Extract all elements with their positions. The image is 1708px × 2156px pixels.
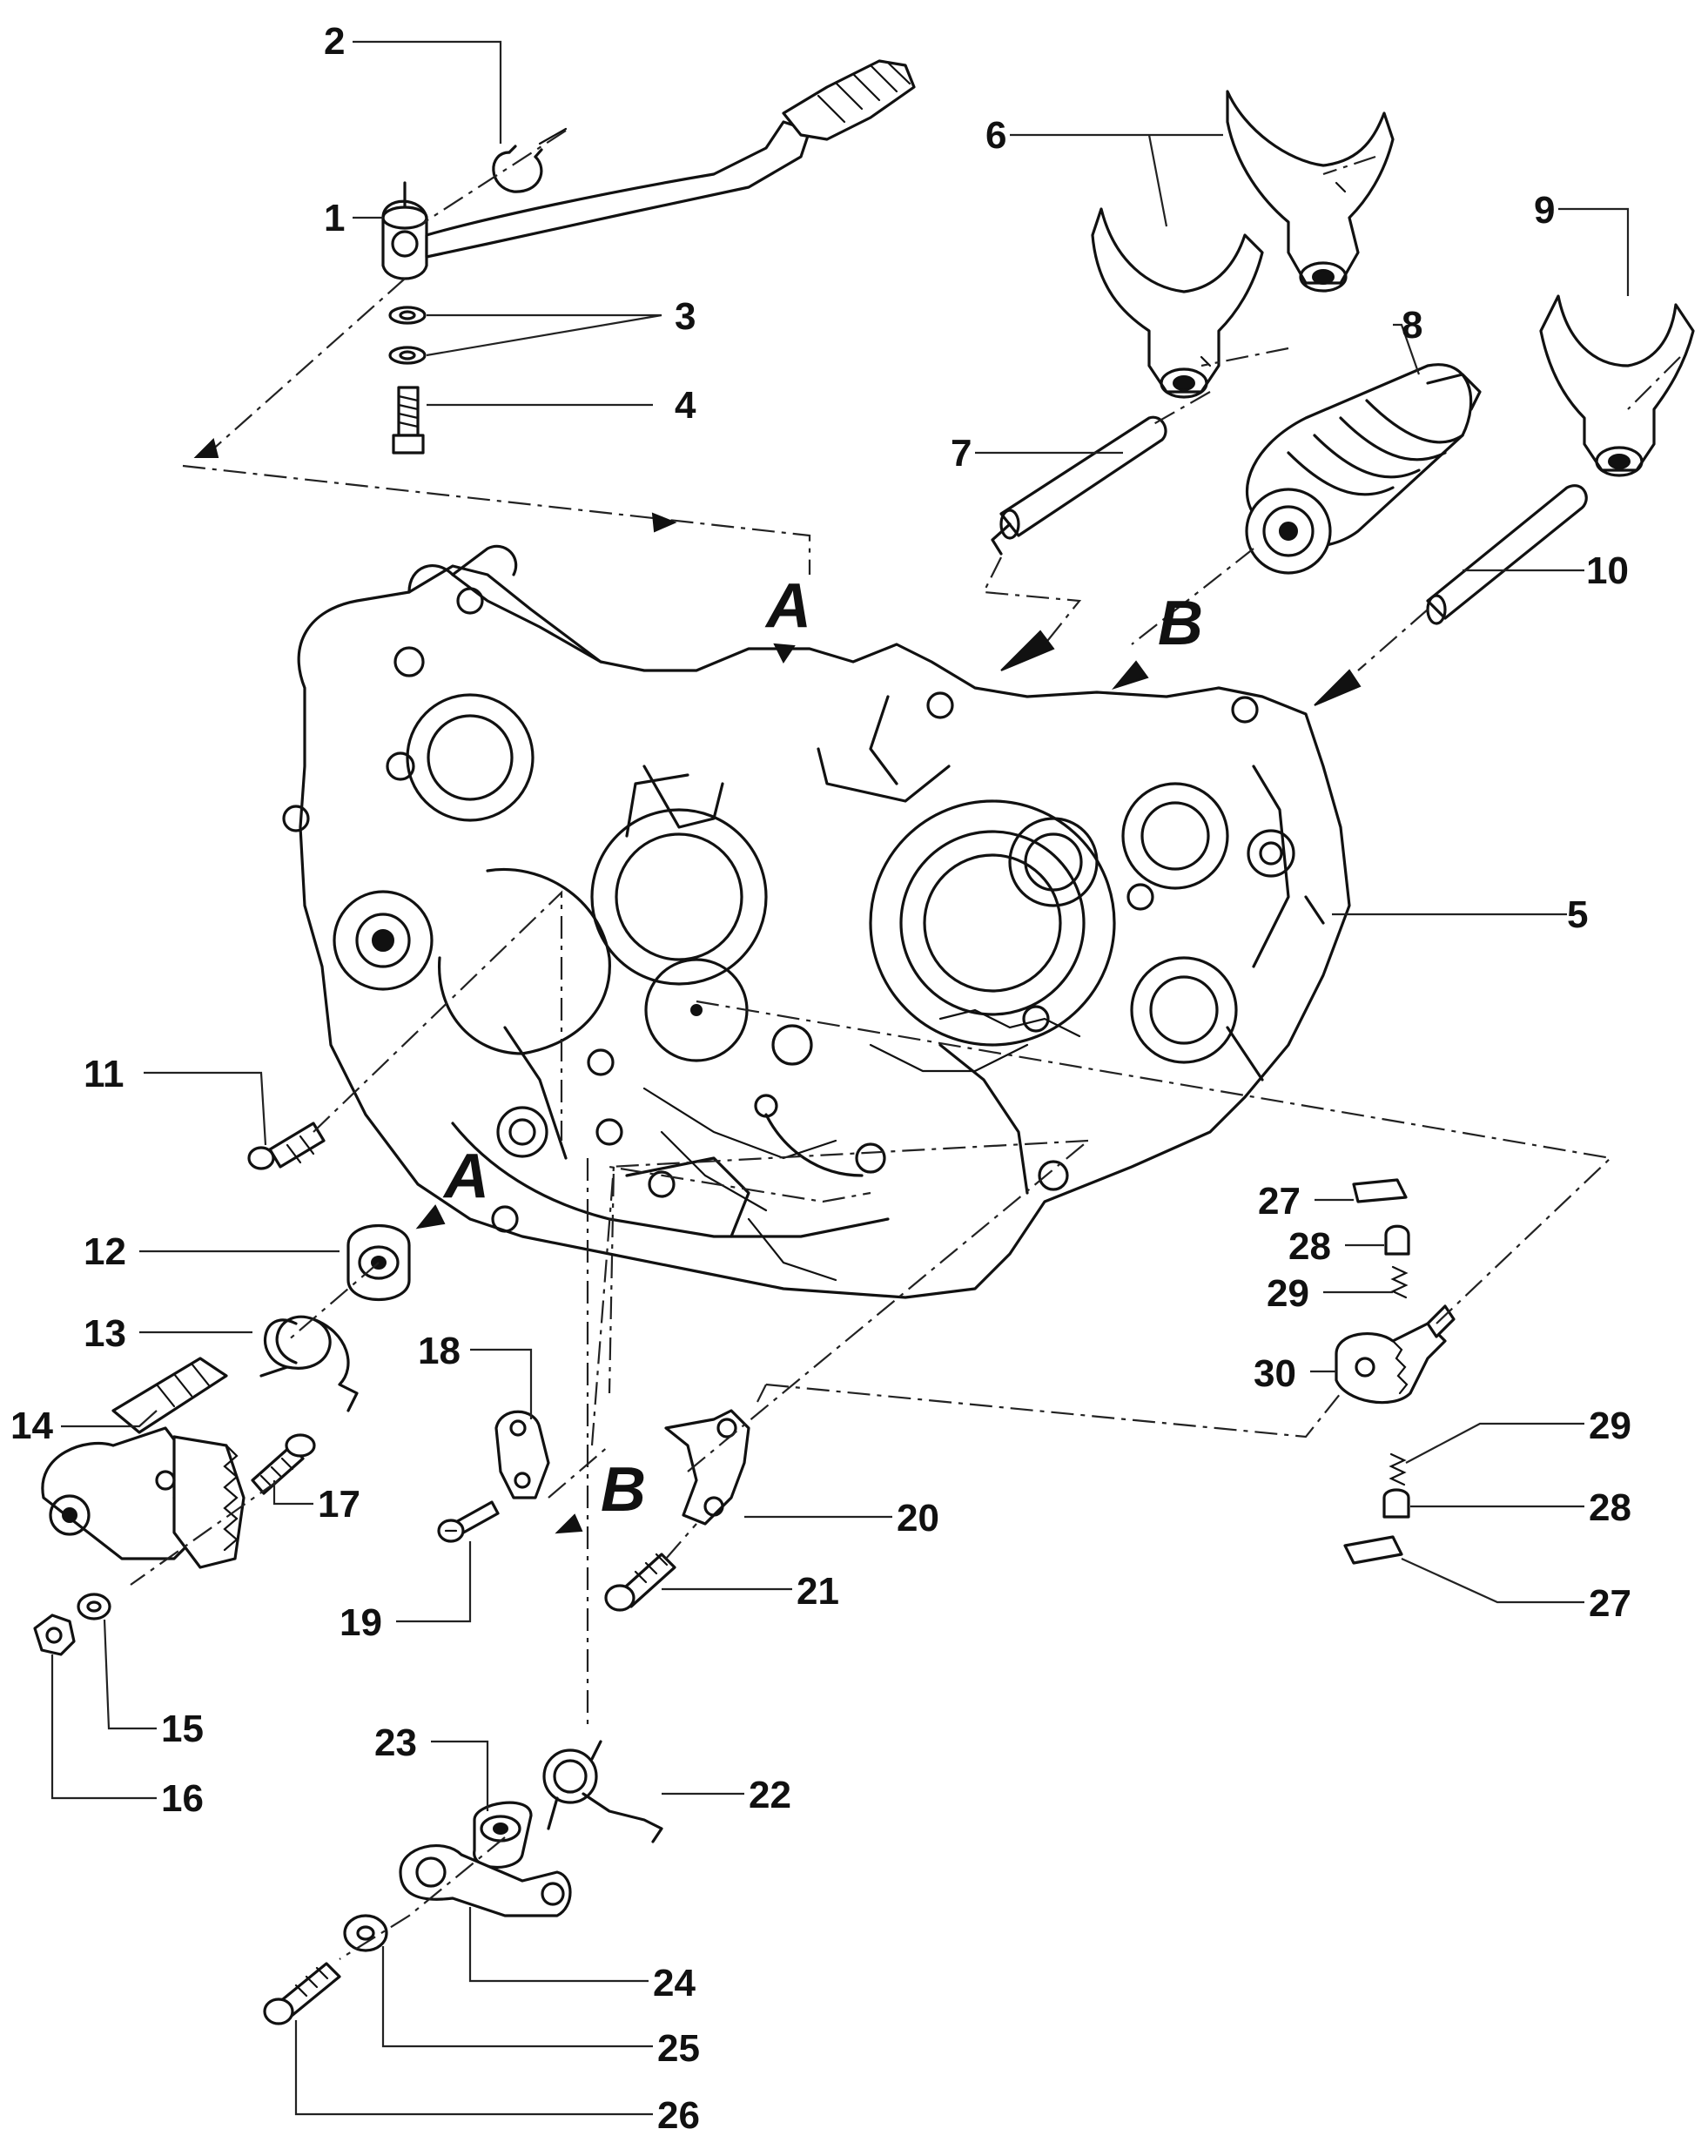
callout-27-lower: 27 <box>1589 1582 1631 1625</box>
fork-shaft-long <box>1426 484 1588 625</box>
callout-14: 14 <box>10 1405 53 1447</box>
spacer-bushing <box>473 1801 533 1870</box>
view-letter-b-bottom: B <box>601 1455 646 1525</box>
selector-fork-single <box>1539 294 1695 477</box>
shift-shaft-gear <box>1335 1304 1456 1405</box>
callout-18: 18 <box>418 1330 461 1372</box>
crankcase <box>282 544 1351 1299</box>
arrow-head-A-bottom <box>415 1204 446 1230</box>
selector-drum <box>1245 363 1482 575</box>
callout-19: 19 <box>340 1601 382 1644</box>
arrow-head-shaft-7 <box>1000 630 1055 671</box>
callout-28-upper: 28 <box>1288 1225 1331 1268</box>
washers <box>388 306 427 365</box>
arrow-head-A-top <box>773 643 796 664</box>
callout-30: 30 <box>1254 1352 1296 1395</box>
callout-9: 9 <box>1534 189 1555 232</box>
bolt-17 <box>251 1433 316 1495</box>
callout-24: 24 <box>653 1962 696 2004</box>
detent-pad-upper <box>1352 1178 1408 1203</box>
callout-11: 11 <box>84 1053 124 1095</box>
callout-2: 2 <box>324 20 345 63</box>
view-letter-b-top: B <box>1158 589 1203 658</box>
shift-arm <box>399 1844 572 1917</box>
bolt-21 <box>604 1553 676 1612</box>
callout-10: 10 <box>1586 549 1629 592</box>
callout-5: 5 <box>1567 893 1588 936</box>
washer-15 <box>77 1593 111 1620</box>
assembly-lines <box>130 130 1681 1960</box>
kickstart-spring <box>259 1315 359 1412</box>
view-letter-a-bottom: A <box>442 1142 489 1211</box>
view-letter-a-top: A <box>764 571 811 641</box>
callout-17: 17 <box>318 1483 360 1526</box>
arrow-head-2 <box>651 512 677 533</box>
selector-fork-right <box>1226 90 1395 293</box>
callout-6: 6 <box>985 114 1006 157</box>
screw-19 <box>437 1500 500 1543</box>
kickstart-lever <box>381 59 916 280</box>
callout-25: 25 <box>657 2027 700 2070</box>
washer-25 <box>343 1914 388 1952</box>
callout-3: 3 <box>675 295 696 338</box>
selector-fork-left <box>1091 207 1264 399</box>
stopper-plate <box>494 1410 550 1499</box>
callout-20: 20 <box>897 1497 939 1540</box>
callout-21: 21 <box>797 1570 839 1613</box>
circlip <box>492 127 568 193</box>
torsion-spring <box>542 1740 663 1843</box>
view-letters: A B A B <box>442 571 1203 1525</box>
callout-8: 8 <box>1402 304 1422 347</box>
callout-labels: 1 2 3 4 5 6 7 8 9 10 11 12 13 14 15 16 1… <box>10 20 1631 2137</box>
callout-13: 13 <box>84 1312 126 1355</box>
bolt-26 <box>263 1962 341 2025</box>
arrow-head-shaft-10 <box>1314 669 1362 706</box>
neutral-switch <box>247 1122 326 1170</box>
detent-plunger-upper <box>1384 1224 1410 1256</box>
selector-plate <box>664 1409 750 1526</box>
detent-plunger-lower <box>1382 1488 1410 1519</box>
callout-15: 15 <box>161 1708 204 1750</box>
bolt <box>392 386 425 455</box>
callout-23: 23 <box>374 1721 417 1764</box>
leader-lines <box>50 40 1630 2116</box>
callout-29-upper: 29 <box>1267 1272 1309 1315</box>
callout-26: 26 <box>657 2094 700 2137</box>
detent-pad-lower <box>1343 1535 1403 1565</box>
callout-28-lower: 28 <box>1589 1486 1631 1529</box>
detent-spring-upper <box>1390 1265 1409 1299</box>
callout-16: 16 <box>161 1777 204 1820</box>
detent-spring-lower <box>1389 1452 1407 1486</box>
nut-16 <box>33 1614 76 1656</box>
callout-12: 12 <box>84 1230 126 1273</box>
callout-27-upper: 27 <box>1258 1180 1301 1223</box>
callout-22: 22 <box>749 1774 791 1816</box>
arrow-head-B-top <box>1112 660 1149 690</box>
callout-4: 4 <box>675 384 696 427</box>
arrow-head-1 <box>193 438 219 458</box>
callout-1: 1 <box>324 197 345 239</box>
callout-7: 7 <box>951 432 972 475</box>
kickstart-shaft-assembly <box>41 1357 245 1569</box>
callout-29-lower: 29 <box>1589 1405 1631 1447</box>
arrows <box>193 438 1362 1534</box>
fork-shaft-short <box>991 415 1167 556</box>
arrow-head-B-bottom <box>555 1513 583 1534</box>
